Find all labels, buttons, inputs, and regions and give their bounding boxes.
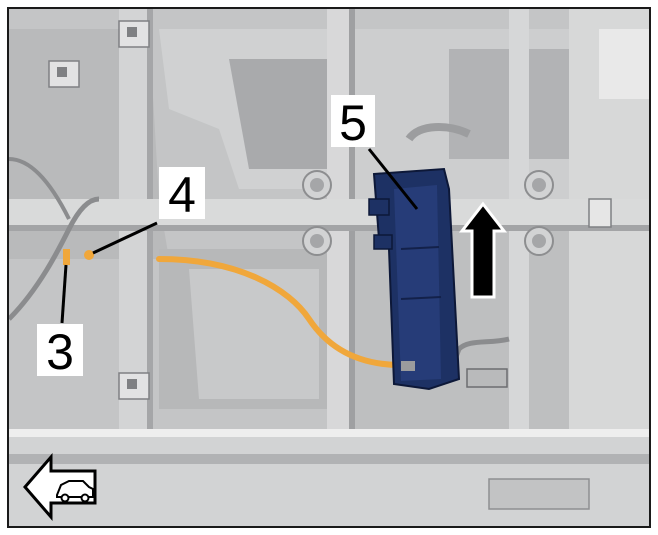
panel-clips	[48, 20, 612, 400]
callout-4: 4	[159, 167, 205, 223]
horizontal-beam-shadow	[9, 225, 649, 231]
callout-3: 3	[37, 324, 83, 380]
callout-5-label: 5	[339, 95, 367, 151]
panel-cavity-upper	[229, 59, 329, 169]
panel-cavity-lower-face	[189, 269, 319, 399]
callout-5: 5	[331, 95, 375, 151]
door-sill	[9, 429, 649, 526]
wiring-loom-left	[9, 196, 100, 321]
cable-end-4	[84, 250, 94, 260]
module-bracket-loop	[405, 123, 471, 142]
direction-arrow-up-icon	[458, 201, 508, 299]
cable-end-3	[63, 249, 70, 265]
door-sill-pocket	[488, 478, 590, 510]
front-of-vehicle-icon	[23, 452, 97, 522]
leader-line-3	[60, 264, 68, 324]
door-sill-groove	[9, 454, 649, 464]
callout-4-label: 4	[168, 167, 196, 223]
orange-cable	[156, 256, 404, 368]
leader-line-4	[92, 221, 158, 255]
leader-line-5	[367, 148, 419, 210]
module-connector	[466, 368, 508, 388]
control-module	[368, 167, 461, 391]
wiring-loom-left-upper	[9, 157, 71, 220]
door-sill-edge	[9, 429, 649, 437]
callout-3-label: 3	[46, 324, 74, 380]
panel-flange-right	[599, 29, 649, 99]
horizontal-beam	[9, 199, 649, 227]
door-panel-illustration: 4 3 5	[9, 9, 649, 526]
diagram-frame: 4 3 5	[7, 7, 651, 528]
bolt-bosses	[302, 170, 554, 256]
